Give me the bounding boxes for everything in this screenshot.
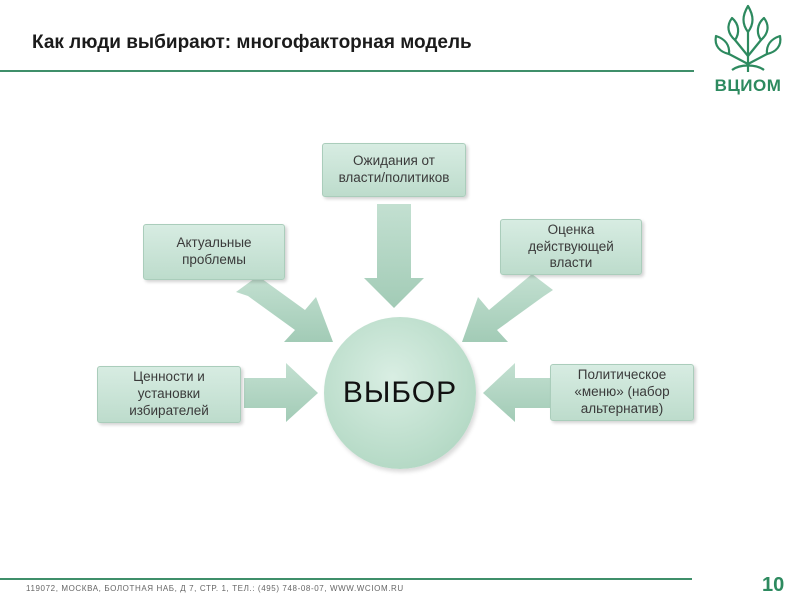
arrow-expectations (364, 204, 424, 308)
footer-address: 119072, Москва, Болотная наб, д 7, стр. … (26, 584, 404, 593)
slide-title: Как люди выбирают: многофакторная модель (32, 32, 472, 53)
choice-circle: ВЫБОР (324, 317, 476, 469)
arrow-evaluation (462, 274, 553, 342)
page-number: 10 (762, 574, 785, 596)
factor-values: Ценности и установки избирателей (97, 366, 241, 423)
arrow-menu (483, 363, 552, 422)
arrow-problems (236, 276, 333, 342)
factor-expectations: Ожидания от власти/политиков (322, 143, 466, 197)
footer-divider (0, 578, 692, 580)
factor-problems: Актуальные проблемы (143, 224, 285, 280)
tree-icon (714, 4, 782, 72)
logo-text: ВЦИОМ (714, 76, 782, 95)
arrow-values (244, 363, 318, 422)
header-divider (0, 70, 694, 72)
factor-evaluation: Оценка действующей власти (500, 219, 642, 275)
factor-menu: Политическое «меню» (набор альтернатив) (550, 364, 694, 421)
choice-label: ВЫБОР (342, 376, 458, 409)
